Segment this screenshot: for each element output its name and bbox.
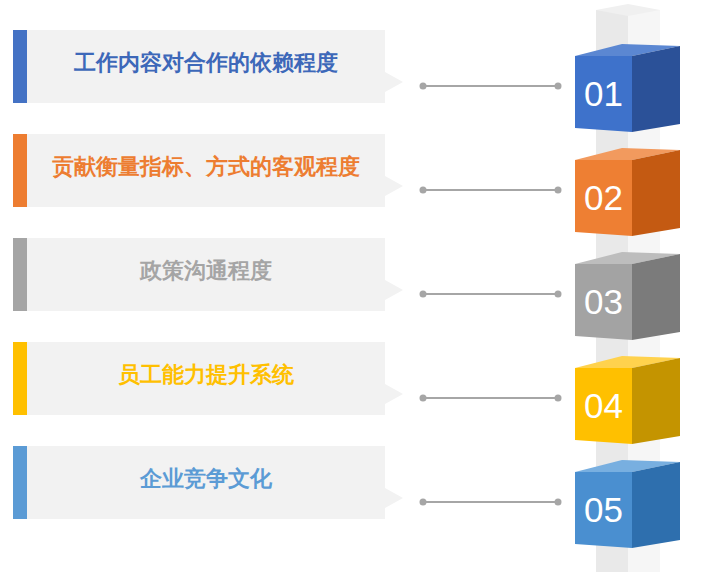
banner-pointer-shape — [385, 280, 403, 300]
cube-front-face — [575, 160, 632, 236]
connector-dot — [555, 291, 562, 298]
cube-front-face — [575, 368, 632, 444]
banner-pointer-shape — [385, 488, 403, 508]
number-cube: 05 — [572, 454, 682, 550]
connector-stroke — [423, 397, 558, 399]
label-text: 企业竞争文化 — [27, 446, 385, 519]
cube-side-face — [632, 46, 680, 132]
connector-stroke — [423, 85, 558, 87]
connector-stroke — [423, 189, 558, 191]
number-cube: 02 — [572, 142, 682, 238]
callout-number: 03 — [575, 264, 632, 340]
callout-number: 02 — [575, 160, 632, 236]
banner-pointer — [385, 72, 405, 92]
connector-dot — [555, 395, 562, 402]
connector-dot — [420, 395, 427, 402]
connector-dot — [420, 499, 427, 506]
callout-number: 01 — [575, 56, 632, 132]
number-cube: 03 — [572, 246, 682, 342]
cube-side-face — [632, 254, 680, 340]
callout-number: 05 — [575, 472, 632, 548]
label-text: 员工能力提升系统 — [27, 342, 385, 415]
connector-dot — [420, 291, 427, 298]
banner-pointer-shape — [385, 384, 403, 404]
pillar-cap — [596, 4, 660, 16]
label-banner: 贡献衡量指标、方式的客观程度 — [13, 134, 385, 207]
connector-dot — [555, 83, 562, 90]
label-text: 贡献衡量指标、方式的客观程度 — [27, 134, 385, 207]
label-banner: 政策沟通程度 — [13, 238, 385, 311]
connector-stroke — [423, 293, 558, 295]
cube-front-face — [575, 56, 632, 132]
banner-pointer — [385, 384, 405, 404]
connector-dot — [555, 187, 562, 194]
label-text: 工作内容对合作的依赖程度 — [27, 30, 385, 103]
connector-dot — [420, 187, 427, 194]
connector-line — [420, 395, 562, 402]
banner-pointer — [385, 488, 405, 508]
cube-side-face — [632, 358, 680, 444]
cube-front-face — [575, 472, 632, 548]
cube-front-face — [575, 264, 632, 340]
banner-pointer — [385, 176, 405, 196]
banner-pointer-shape — [385, 72, 403, 92]
number-cube: 01 — [572, 38, 682, 134]
connector-dot — [420, 83, 427, 90]
cube-side-face — [632, 462, 680, 548]
connector-dot — [555, 499, 562, 506]
connector-line — [420, 499, 562, 506]
banner-pointer-shape — [385, 176, 403, 196]
number-cube: 04 — [572, 350, 682, 446]
label-banner: 工作内容对合作的依赖程度 — [13, 30, 385, 103]
label-text: 政策沟通程度 — [27, 238, 385, 311]
connector-stroke — [423, 501, 558, 503]
connector-line — [420, 187, 562, 194]
connector-line — [420, 83, 562, 90]
cube-side-face — [632, 150, 680, 236]
banner-pointer — [385, 280, 405, 300]
label-banner: 企业竞争文化 — [13, 446, 385, 519]
callout-number: 04 — [575, 368, 632, 444]
connector-line — [420, 291, 562, 298]
label-banner: 员工能力提升系统 — [13, 342, 385, 415]
